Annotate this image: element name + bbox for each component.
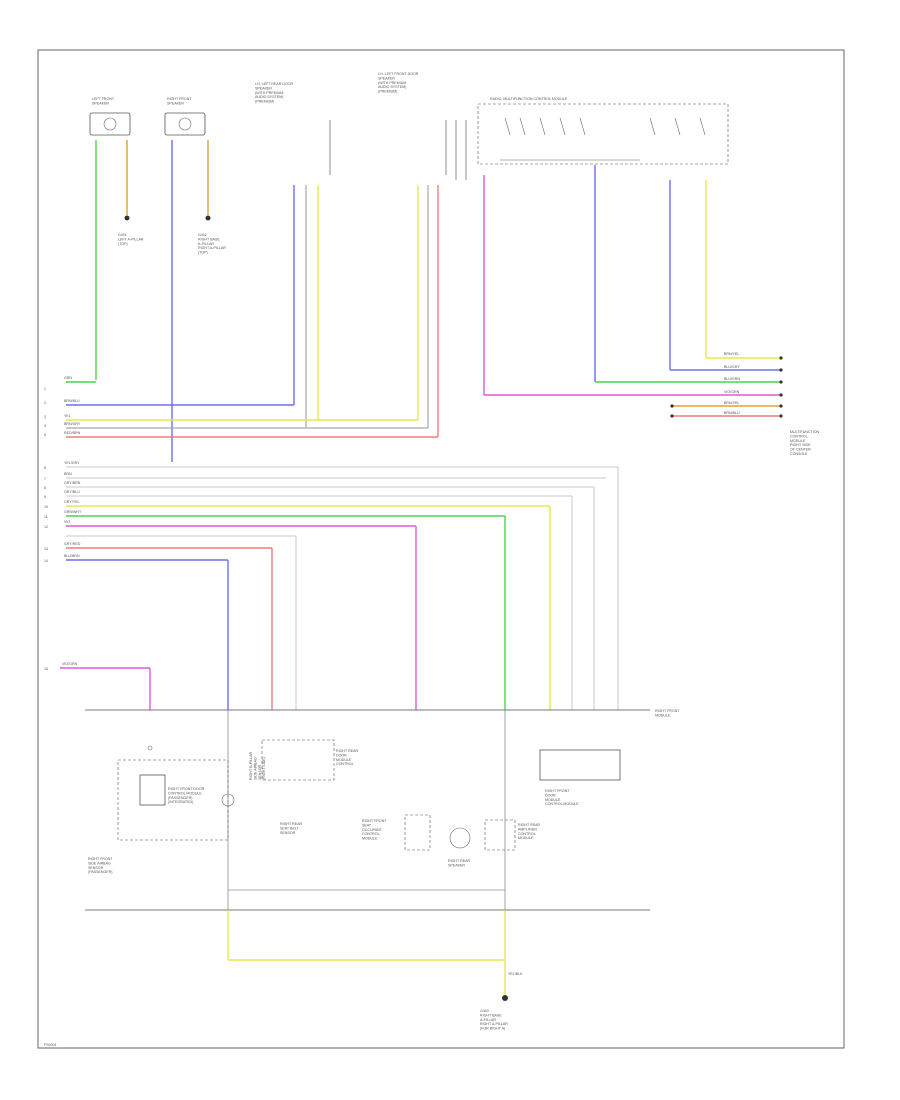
lower-bus-label-4: GRY/BLU bbox=[64, 490, 80, 494]
lower-pin-11: 11 bbox=[44, 515, 48, 519]
pin15-wire-label: VIO/GRN bbox=[62, 662, 78, 666]
left-pin-1: 1 bbox=[44, 387, 46, 391]
left-bus-label-3: YEL bbox=[64, 414, 71, 418]
lower-pin-13: 13 bbox=[44, 547, 48, 551]
lower-bus-label-6: GRN/WHT bbox=[64, 510, 82, 514]
lower-pin-9: 9 bbox=[44, 495, 46, 499]
left-pin-4: 4 bbox=[44, 424, 46, 428]
right-conn-label-3: BLU/GRN bbox=[724, 377, 740, 381]
left-bus-label-4: BRN/GRY bbox=[64, 422, 81, 426]
lower-bus-label-9: BLU/BRN bbox=[64, 554, 80, 558]
right-conn-label-6: BRN/BLU bbox=[724, 411, 740, 415]
left-bus-label-5: RED/BRN bbox=[64, 431, 81, 435]
lower-bus-label-7: VIO bbox=[64, 520, 70, 524]
lower-pin-14: 14 bbox=[44, 559, 48, 563]
radio-harness-label: RADIO, MULTIFUNCTION CONTROL MODULE bbox=[490, 97, 568, 101]
bottom-wire-label: YEL/BLK bbox=[508, 972, 523, 976]
left-pin-3: 3 bbox=[44, 415, 46, 419]
right-conn-label-4: VIO/GRN bbox=[724, 390, 740, 394]
lower-bus-label-2: BRN bbox=[64, 472, 72, 476]
top-harness-connector bbox=[477, 103, 729, 165]
pin-15: 15 bbox=[44, 667, 48, 671]
right-connector-pins bbox=[670, 356, 783, 418]
module-rotated-labels: RIGHT B-PILLARSIDE AIRBAGSENSOR(RIGHT SI… bbox=[249, 752, 266, 780]
ground-point-left bbox=[124, 215, 130, 221]
left-pin-5: 5 bbox=[44, 433, 46, 437]
lower-pin-7: 7 bbox=[44, 477, 46, 481]
bottom-ground bbox=[502, 995, 508, 1001]
right-conn-label-1: BRN/YEL bbox=[724, 352, 739, 356]
right-conn-label-5: BRN/YEL bbox=[724, 401, 739, 405]
right-conn-label-2: BLU/GRY bbox=[724, 365, 740, 369]
lower-pin-8: 8 bbox=[44, 486, 46, 490]
front-right-airbag-label: RIGHT B-PILLARSIDE AIRBAGSENSOR(RIGHT SI… bbox=[249, 752, 266, 780]
lower-pin-10: 10 bbox=[44, 505, 48, 509]
footer-code: FS0001 bbox=[44, 1043, 57, 1047]
ground-point-right bbox=[205, 215, 211, 221]
left-bus-label-2: BRN/BLU bbox=[64, 399, 80, 403]
lower-bus-label-1: YEL/GRY bbox=[64, 461, 80, 465]
lower-bus-label-8: GRY/RED bbox=[64, 542, 81, 546]
diagram-frame bbox=[37, 49, 845, 1049]
lower-bus-label-5: GRY/YEL bbox=[64, 500, 80, 504]
lower-pin-6: 6 bbox=[44, 466, 46, 470]
left-pin-2: 2 bbox=[44, 401, 46, 405]
module-sensor-circle bbox=[221, 793, 235, 807]
lower-pin-12: 12 bbox=[44, 525, 48, 529]
left-bus-label-1: GRN bbox=[64, 376, 72, 380]
lower-bus-label-3: GRY/BRN bbox=[64, 481, 81, 485]
